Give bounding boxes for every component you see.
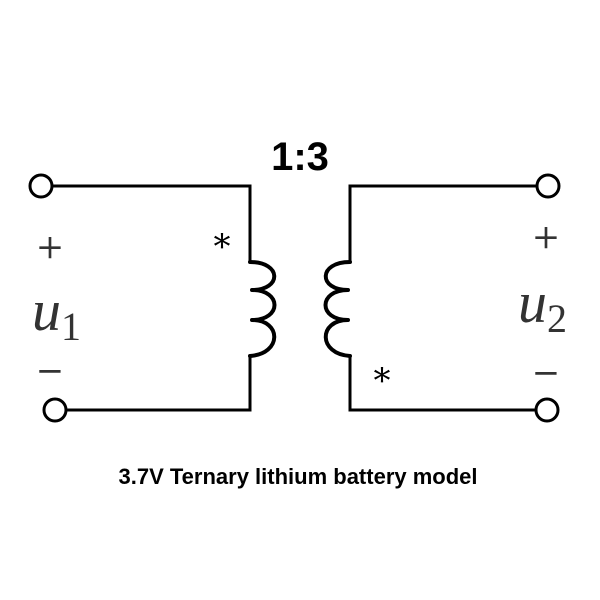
secondary-circuit (323, 173, 561, 423)
turns-ratio-label: 1:3 (271, 135, 329, 179)
secondary-bottom-terminal (534, 397, 560, 423)
secondary-voltage-label: u2 (518, 270, 567, 341)
secondary-coil (323, 260, 352, 358)
secondary-top-terminal (535, 173, 561, 199)
primary-voltage-label: u1 (32, 278, 81, 349)
secondary-voltage-sub: 2 (547, 296, 567, 341)
primary-polarity-mark: * (214, 227, 231, 267)
primary-coil (248, 260, 277, 358)
primary-circuit (28, 173, 277, 423)
secondary-plus-sign: + (532, 217, 561, 257)
secondary-voltage-var: u (518, 270, 547, 335)
primary-voltage-sub: 1 (61, 304, 81, 349)
diagram-caption: 3.7V Ternary lithium battery model (118, 464, 477, 489)
secondary-polarity-mark: * (374, 361, 391, 401)
primary-voltage-var: u (32, 278, 61, 343)
primary-minus-sign: − (36, 351, 65, 391)
primary-bottom-terminal (42, 397, 68, 423)
secondary-minus-sign: − (532, 353, 561, 393)
primary-top-terminal (28, 173, 54, 199)
primary-plus-sign: + (36, 227, 65, 267)
